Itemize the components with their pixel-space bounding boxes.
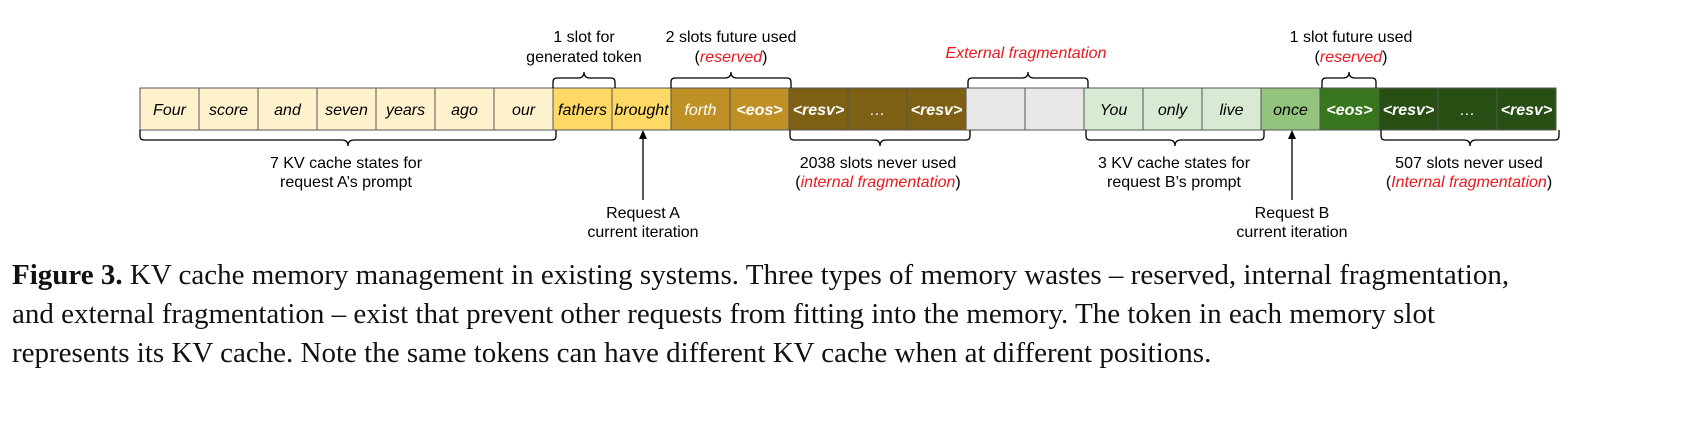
memory-slot: [1260, 87, 1321, 131]
caption-text-1: KV cache memory management in existing s…: [122, 259, 1510, 291]
memory-slot-token: <resv>: [793, 102, 845, 119]
memory-slot-token: our: [512, 102, 536, 119]
annotation-internal-frag-a: (internal fragmentation): [795, 174, 960, 191]
brace-kv-states-b: [1085, 130, 1265, 147]
memory-slot: [375, 87, 436, 131]
memory-slot: [198, 87, 259, 131]
brace-generated-token: [552, 71, 616, 88]
kv-cache-diagram: Four score and seven years ago our fathers broug…: [139, 29, 1560, 241]
memory-slot: [788, 87, 849, 131]
memory-slots: Four score and seven years ago our fathers broug…: [139, 87, 1557, 131]
memory-slot-token: score: [209, 102, 248, 119]
annotation-one-slot-line1: 1 slot for: [553, 29, 615, 46]
memory-slot-token: <resv>: [1501, 102, 1553, 119]
caption-line-1: Figure 3. KV cache memory management in …: [12, 256, 1692, 295]
memory-slot-token: …: [870, 102, 886, 119]
annotation-request-a-line2: current iteration: [587, 224, 698, 241]
caption-label: Figure 3.: [12, 259, 123, 291]
memory-slot-token: …: [1460, 102, 1476, 119]
memory-slot: [611, 87, 672, 131]
arrow-head-request-a: [639, 130, 647, 139]
memory-slot-token: <eos>: [1326, 102, 1372, 119]
memory-slot: [257, 87, 318, 131]
annotation-kv-states-a-line1: 7 KV cache states for: [270, 155, 423, 172]
annotation-two-slots-future: 2 slots future used: [666, 29, 797, 46]
brace-kv-states-a: [139, 130, 557, 147]
annotation-request-b-line1: Request B: [1255, 205, 1330, 222]
annotation-kv-states-b-line1: 3 KV cache states for: [1098, 155, 1251, 172]
brace-two-slots-reserved: [670, 71, 792, 88]
memory-slot-token: seven: [325, 102, 368, 119]
memory-slot: [847, 87, 908, 131]
memory-slot-token: <resv>: [1383, 102, 1435, 119]
brace-never-used-a: [789, 130, 971, 147]
internal-frag-a-text: internal fragmentation: [801, 174, 956, 191]
memory-slot: [1496, 87, 1557, 131]
memory-slot: [1201, 87, 1262, 131]
annotation-kv-states-b-line2: request B’s prompt: [1107, 174, 1242, 191]
annotation-external-fragmentation: External fragmentation: [946, 45, 1107, 62]
memory-slot: [906, 87, 967, 131]
memory-slot: [1319, 87, 1380, 131]
internal-frag-b-text: Internal fragmentation: [1391, 174, 1547, 191]
memory-slot: [1437, 87, 1498, 131]
memory-slot-token: You: [1100, 102, 1128, 119]
memory-slot-token: <resv>: [911, 102, 963, 119]
annotation-never-used-a: 2038 slots never used: [800, 155, 957, 172]
annotation-one-slot-line2: generated token: [526, 49, 642, 66]
memory-slot: [434, 87, 495, 131]
annotation-reserved-b: (reserved): [1315, 49, 1388, 66]
caption-line-2: and external fragmentation – exist that …: [12, 298, 1436, 330]
annotation-request-b-line2: current iteration: [1236, 224, 1347, 241]
memory-slot: [965, 87, 1026, 131]
memory-slot: [1024, 87, 1085, 131]
figure-caption: Figure 3. KV cache memory management in …: [12, 256, 1692, 373]
memory-slot-token: only: [1158, 102, 1188, 119]
memory-slot: [552, 87, 613, 131]
memory-slot-token: Four: [153, 102, 187, 119]
annotation-internal-frag-b: (Internal fragmentation): [1386, 174, 1552, 191]
reserved-b-text: reserved: [1320, 49, 1383, 66]
memory-slot-token: forth: [684, 102, 716, 119]
annotation-never-used-b: 507 slots never used: [1395, 155, 1543, 172]
annotation-one-slot-future: 1 slot future used: [1290, 29, 1413, 46]
memory-slot-token: brought: [614, 102, 669, 119]
braces: [139, 71, 1560, 147]
reserved-a-text: reserved: [700, 49, 763, 66]
memory-slot-token: years: [385, 102, 425, 119]
arrow-head-request-b: [1288, 130, 1296, 139]
memory-slot-token: ago: [451, 102, 478, 119]
request-arrows: [639, 130, 1296, 200]
memory-slot: [1378, 87, 1439, 131]
memory-slot-token: <eos>: [736, 102, 782, 119]
memory-slot: [139, 87, 200, 131]
memory-slot: [1142, 87, 1203, 131]
brace-external-fragmentation: [967, 71, 1089, 88]
annotation-request-a-line1: Request A: [606, 205, 680, 222]
caption-line-3: represents its KV cache. Note the same t…: [12, 337, 1212, 369]
brace-never-used-b: [1380, 130, 1560, 147]
memory-slot-token: live: [1219, 102, 1243, 119]
memory-slot-token: fathers: [558, 102, 607, 119]
memory-slot: [670, 87, 731, 131]
memory-slot-token: once: [1273, 102, 1308, 119]
memory-slot: [493, 87, 554, 131]
annotation-reserved-a: (reserved): [695, 49, 768, 66]
memory-slot-token: and: [274, 102, 302, 119]
brace-one-slot-reserved: [1321, 71, 1377, 88]
annotation-kv-states-a-line2: request A’s prompt: [280, 174, 412, 191]
